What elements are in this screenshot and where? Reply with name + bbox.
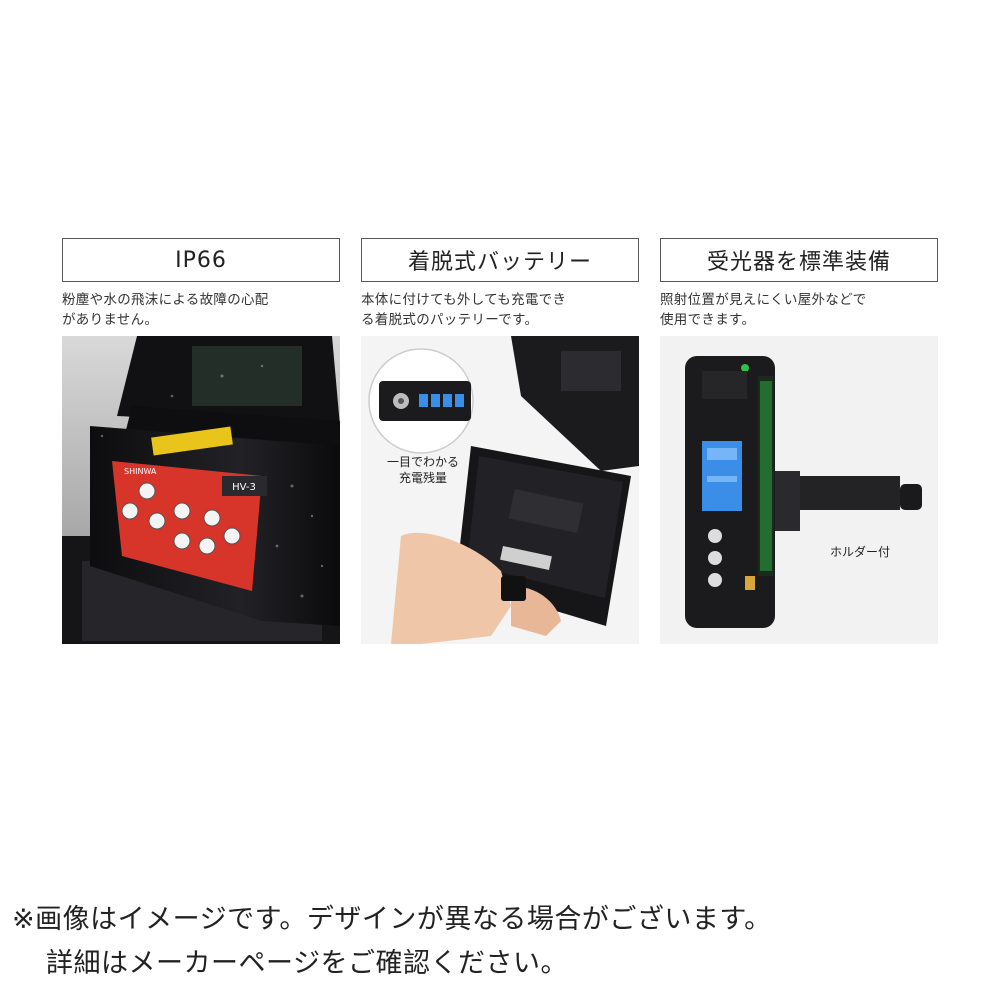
feature-panel-battery: 着脱式バッテリー 本体に付けても外しても充電でき る着脱式のパッテリーです。 xyxy=(361,238,639,644)
disclaimer-line-1: ※画像はイメージです。デザインが異なる場合がございます。 xyxy=(12,904,772,935)
laser-level-illustration: HV-3 SHINWA xyxy=(62,336,340,644)
battery-illustration xyxy=(361,336,639,644)
panel-description: 照射位置が見えにくい屋外などで 使用できます。 xyxy=(660,292,867,328)
model-label: HV-3 xyxy=(232,482,256,493)
panel-title: 着脱式バッテリー xyxy=(361,238,639,282)
panel-description: 本体に付けても外しても充電でき る着脱式のパッテリーです。 xyxy=(361,292,567,328)
disclaimer-line-2: 詳細はメーカーページをご確認ください。 xyxy=(46,948,568,979)
laser-level-photo: HV-3 SHINWA xyxy=(62,336,340,644)
receiver-photo: ホルダー付 xyxy=(660,336,938,644)
disclaimer-footnote: ※画像はイメージです。デザインが異なる場合がございます。 詳細はメーカーページを… xyxy=(12,898,992,986)
feature-panel-ip66: IP66 粉塵や水の飛沫による故障の心配 がありません。 xyxy=(62,238,340,644)
battery-callout: 一目でわかる 充電残量 xyxy=(386,455,459,485)
panel-description: 粉塵や水の飛沫による故障の心配 がありません。 xyxy=(62,292,269,328)
battery-photo: 一目でわかる 充電残量 xyxy=(361,336,639,644)
panel-title: 受光器を標準装備 xyxy=(660,238,938,282)
panel-title: IP66 xyxy=(62,238,340,282)
receiver-illustration xyxy=(660,336,938,644)
holder-callout: ホルダー付 xyxy=(829,545,890,559)
feature-panel-receiver: 受光器を標準装備 照射位置が見えにくい屋外などで 使用できます。 xyxy=(660,238,938,644)
brand-label: SHINWA xyxy=(124,467,157,476)
battery-level-indicator xyxy=(419,394,464,407)
